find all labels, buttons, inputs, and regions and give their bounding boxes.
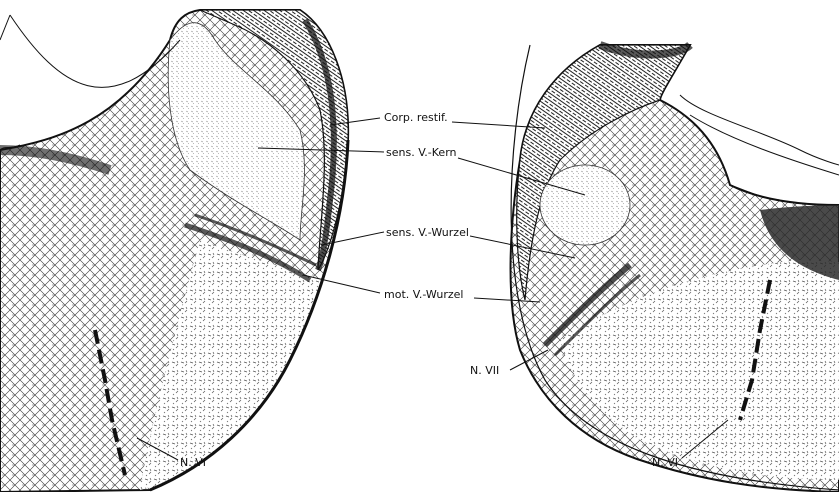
label-corp-restif: Corp. restif.: [384, 111, 448, 124]
left-section: [0, 10, 348, 492]
label-n-vii: N. VII: [470, 364, 499, 377]
label-n-vi-left: N. VI: [180, 456, 206, 469]
right-section: [511, 45, 839, 492]
label-n-vi-right: N. VI: [652, 456, 678, 469]
label-sens-kern: sens. V.-Kern: [386, 146, 457, 159]
label-sens-wurzel: sens. V.-Wurzel: [386, 226, 469, 239]
label-mot-wurzel: mot. V.-Wurzel: [384, 288, 463, 301]
